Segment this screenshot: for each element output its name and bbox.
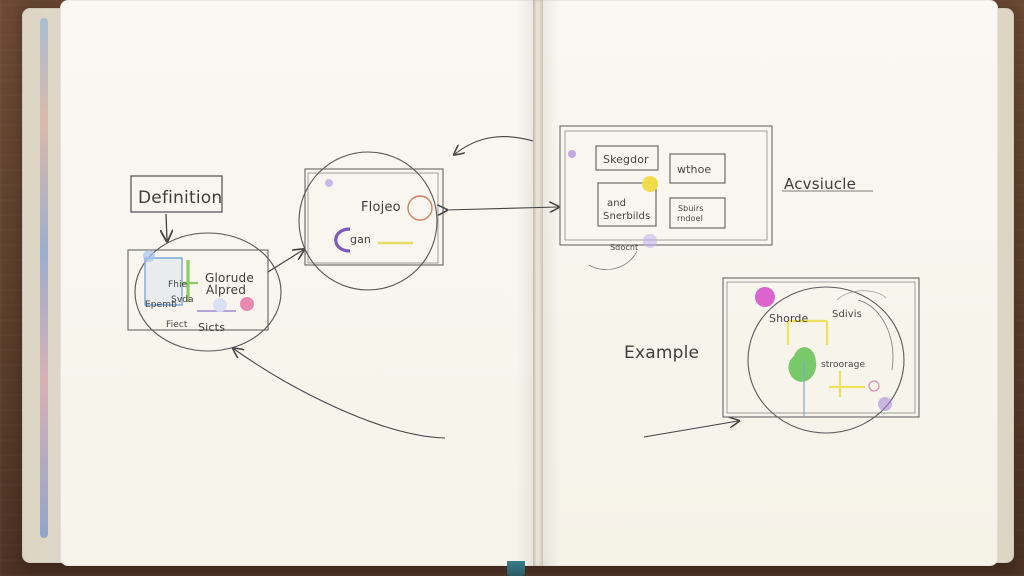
pink-ring [868,380,880,392]
flojeo-frame [304,168,444,266]
book-spine [533,0,543,566]
flojeo-label: Flojeo [361,200,401,215]
orange-circle [407,195,433,221]
open-sketchbook [22,0,1014,569]
skegdor-label: Skegdor [603,153,649,166]
bookmark-ribbon [507,561,525,576]
flojeo-sketch: Flojeo gan [234,136,558,439]
flojeo-inner-frame [307,172,439,264]
wthoe-box [669,153,726,184]
definition-group: Definition [130,175,223,240]
example-label: Example [624,343,699,363]
example-sketch: Example Shorde Sdivis stroorage [624,277,920,438]
fiect-label: Fiect [166,320,188,330]
left-main-sketch: Glorude Alpred Fhie Epemb Svda Fiect Sic… [127,232,303,352]
sicts-label: Sicts [198,321,225,334]
svda-label: Svda [171,295,194,305]
sdocnt-label: Sdocnt [610,243,638,252]
shorde-label: Shorde [769,312,808,325]
sdivis-label: Sdivis [832,309,862,320]
blue-dot [143,250,155,262]
and-label: and [607,198,626,209]
inner-arc [857,299,894,371]
pink-dot [240,297,254,311]
yellow-structure [786,319,829,345]
snerbilds-box [597,182,657,227]
example-inner-frame [726,281,916,414]
example-frame [722,277,920,418]
stroorage-label: stroorage [821,360,865,370]
purple-smudge [878,397,892,411]
top-inner-arc [836,290,887,301]
acvsiucle-label: Acvsiucle [784,175,856,193]
rndoel-label: rndoel [677,214,703,223]
purple-curve [334,227,351,253]
skegdor-box [595,145,659,171]
green-blob [788,347,817,382]
right-top-frame [559,125,773,246]
lavender-smudge [643,234,657,248]
left-diagram-circle [134,232,282,352]
right-top-inner-frame [564,130,768,241]
example-arrow [643,421,738,438]
yellow-dot [642,176,658,192]
definition-label: Definition [138,188,222,208]
left-to-center-arrow [267,250,303,273]
purple-corner-dot [568,150,576,158]
right-top-sketch: Skegdor wthoe and Snerbilds Sbuirs rndoe… [559,125,873,270]
example-circle [747,286,905,434]
definition-arrow [166,213,167,240]
flojeo-circle [298,151,438,291]
fhie-label: Fhie [168,280,188,290]
definition-box [130,175,223,213]
alpred-label: Alpred [206,283,246,297]
left-diagram-frame [127,249,269,331]
lavender-dot [213,298,227,312]
small-lower-curve [588,250,638,270]
yellow-cross-lines [829,371,865,397]
bottom-left-curve-arrow [234,349,446,439]
sbuirs-label: Sbuirs [678,204,704,213]
magenta-burst [755,287,775,307]
glorude-label: Glorude [205,271,254,285]
epemb-label: Epemb [145,300,177,310]
book-cover-edge [40,18,48,538]
curved-return-arrow [455,136,534,154]
wthoe-label: wthoe [677,163,711,176]
small-purple-dot [325,179,333,187]
double-arrow [446,207,558,210]
snerbilds-label: Snerbilds [603,211,650,222]
gan-label: gan [350,233,371,246]
sbuirs-box [669,197,726,229]
blue-bracket-shape [144,257,183,306]
